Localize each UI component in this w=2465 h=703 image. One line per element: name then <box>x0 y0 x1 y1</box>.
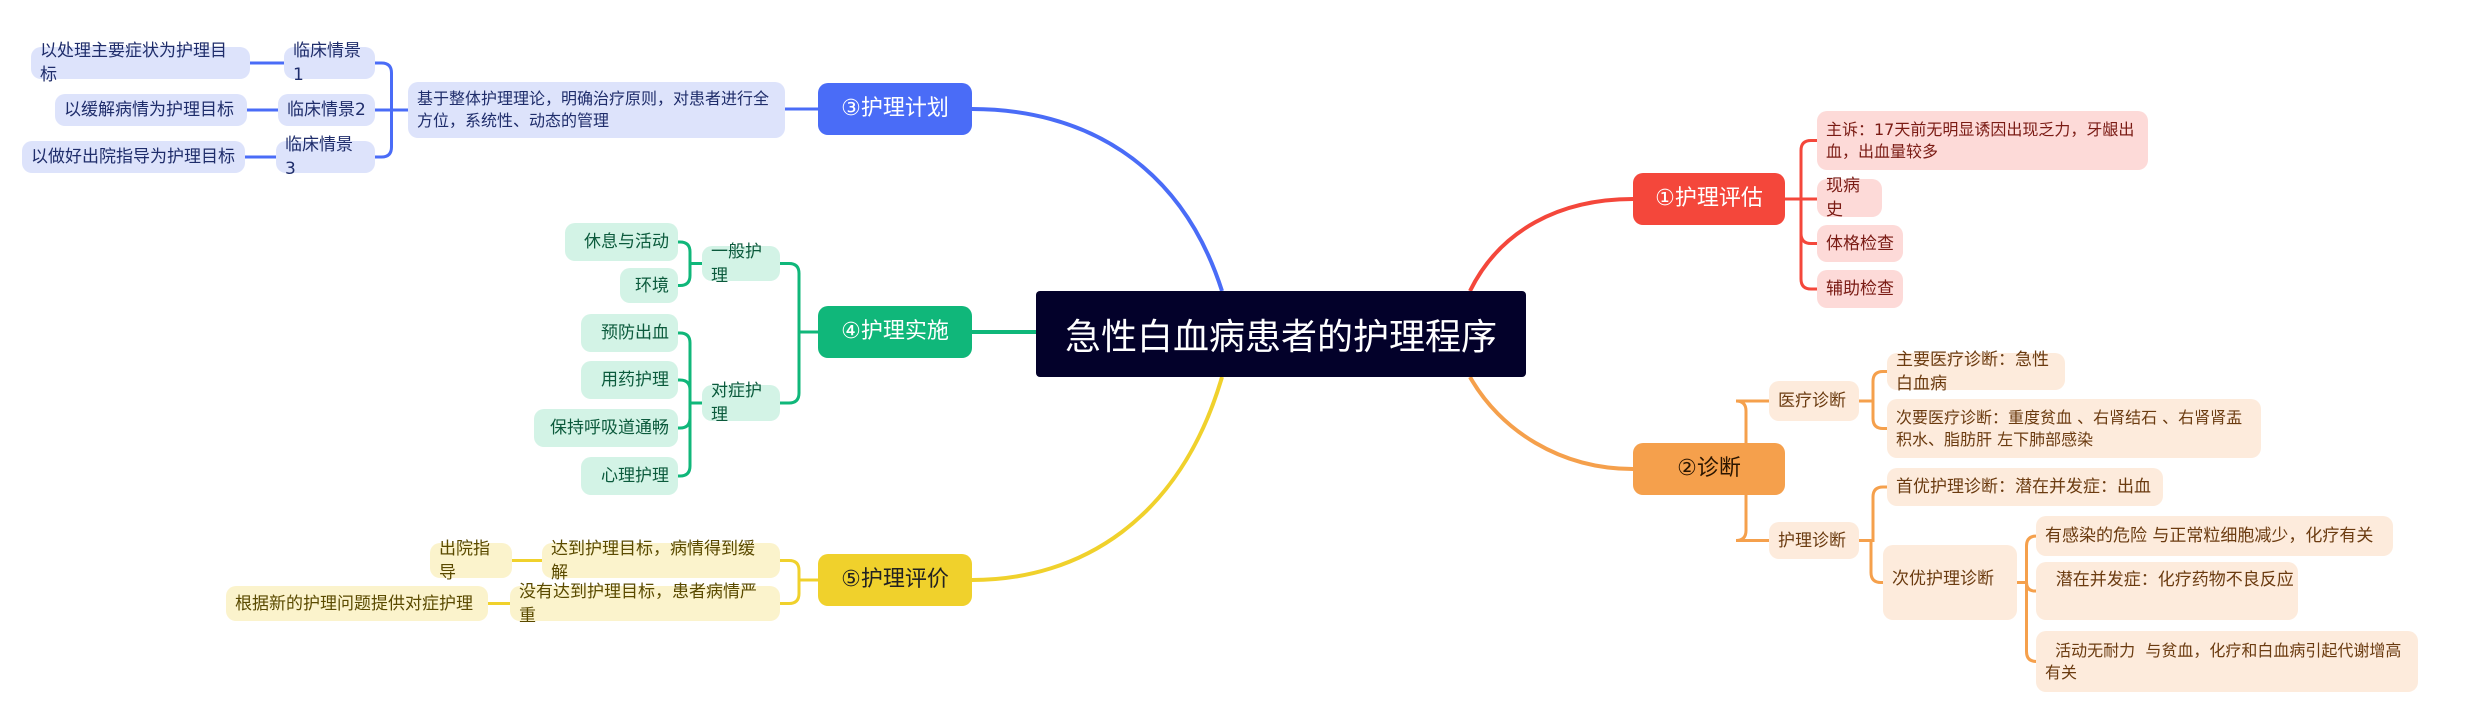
symptomatic-care-item[interactable]: 用药护理 <box>581 361 678 399</box>
general-care[interactable]: 一般护理 <box>702 242 780 286</box>
main-connector-plan <box>971 107 1224 292</box>
nursing-diagnosis[interactable]: 护理诊断 <box>1769 522 1859 559</box>
connector <box>780 262 818 334</box>
branch-nursing-evaluation[interactable]: ⑤护理评价 <box>818 554 972 606</box>
evaluation-outcome[interactable]: 没有达到护理目标，患者病情严重 <box>510 582 780 626</box>
connector <box>1859 370 1887 403</box>
medical-diagnosis-item[interactable]: 次要医疗诊断：重度贫血 、右肾结石 、右肾肾盂积水、脂肪肝 左下肺部感染 <box>1887 399 2261 458</box>
main-connector-diagnosis <box>1468 376 1634 471</box>
connector <box>780 559 818 582</box>
connector <box>2017 534 2037 584</box>
connector <box>780 578 818 605</box>
connector <box>678 378 702 405</box>
secondary-nursing-diagnosis-item[interactable]: 活动无耐力 与贫血，化疗和白血病引起代谢增高有关 <box>2036 631 2418 692</box>
assessment-item[interactable]: 现病史 <box>1817 176 1882 220</box>
medical-diagnosis[interactable]: 医疗诊断 <box>1769 381 1859 421</box>
connector <box>1633 467 1859 542</box>
plan-scenario-3[interactable]: 临床情景 3 <box>276 135 375 179</box>
connector <box>2017 581 2037 663</box>
connector <box>1785 197 1817 291</box>
branch-nursing-implementation[interactable]: ④护理实施 <box>818 306 972 358</box>
plan-goal-3[interactable]: 以做好出院指导为护理目标 <box>22 141 245 173</box>
assessment-item-chief-complaint[interactable]: 主诉：17天前无明显诱因出现乏力，牙龈出血，出血量较多 <box>1817 111 2148 170</box>
connector <box>375 108 408 159</box>
connector <box>678 401 702 478</box>
assessment-item[interactable]: 体格检查 <box>1817 225 1903 262</box>
connector <box>678 331 702 405</box>
connector <box>1633 399 1859 471</box>
plan-goal-1[interactable]: 以处理主要症状为护理目标 <box>31 41 250 85</box>
branch-diagnosis[interactable]: ②诊断 <box>1633 443 1785 495</box>
symptomatic-care-item[interactable]: 心理护理 <box>581 457 678 495</box>
general-care-item[interactable]: 环境 <box>620 268 678 303</box>
medical-diagnosis-item[interactable]: 主要医疗诊断：急性白血病 <box>1887 350 2065 394</box>
plan-goal-2[interactable]: 以缓解病情为护理目标 <box>55 94 247 126</box>
general-care-item[interactable]: 休息与活动 <box>565 223 678 261</box>
evaluation-action[interactable]: 出院指导 <box>430 539 512 583</box>
secondary-nursing-diagnosis-item[interactable]: 有感染的危险 与正常粒细胞减少，化疗有关 <box>2036 516 2393 556</box>
main-connector-evaluation <box>971 376 1224 582</box>
plan-description[interactable]: 基于整体护理理论，明确治疗原则，对患者进行全方位，系统性、动态的管理 <box>408 82 785 138</box>
assessment-item[interactable]: 辅助检查 <box>1817 270 1903 308</box>
connector <box>375 61 408 112</box>
connector <box>678 262 702 287</box>
branch-nursing-plan[interactable]: ③护理计划 <box>818 83 972 135</box>
connector <box>780 330 818 405</box>
symptomatic-care-item[interactable]: 预防出血 <box>581 314 678 352</box>
plan-scenario-1[interactable]: 临床情景1 <box>284 41 375 85</box>
connector <box>678 240 702 265</box>
connector <box>1859 399 1887 430</box>
primary-nursing-diagnosis[interactable]: 首优护理诊断：潜在并发症：出血 <box>1887 468 2163 506</box>
symptomatic-care[interactable]: 对症护理 <box>702 381 780 425</box>
connector <box>1859 485 1887 542</box>
evaluation-outcome[interactable]: 达到护理目标，病情得到缓解 <box>542 539 780 583</box>
secondary-nursing-diagnosis[interactable]: 次优护理诊断 <box>1883 545 2017 620</box>
evaluation-action[interactable]: 根据新的护理问题提供对症护理 <box>226 586 488 621</box>
secondary-nursing-diagnosis-item[interactable]: 潜在并发症：化疗药物不良反应 <box>2036 562 2298 620</box>
connector <box>1785 139 1817 201</box>
central-topic[interactable]: 急性白血病患者的护理程序 <box>1036 291 1526 377</box>
connector <box>1859 539 1883 584</box>
branch-nursing-assessment[interactable]: ①护理评估 <box>1633 173 1785 225</box>
symptomatic-care-item[interactable]: 保持呼吸道通畅 <box>534 409 678 447</box>
main-connector-assessment <box>1468 197 1634 292</box>
plan-scenario-2[interactable]: 临床情景2 <box>278 94 375 126</box>
